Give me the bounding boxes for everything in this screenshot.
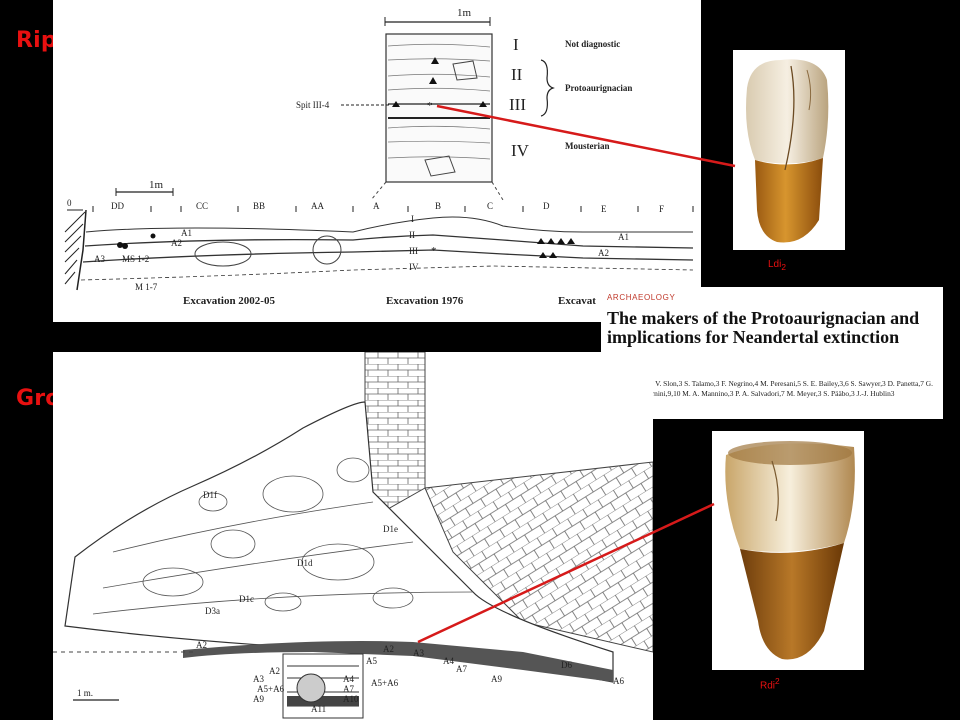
grid-letter: DD [111,201,124,211]
grid-letter: F [659,204,664,214]
spit-asterisk: * [427,100,433,112]
paper-title: The makers of the Protoaurignacian and i… [607,308,920,347]
layer-label: A3 [94,254,105,264]
unit-I: I [513,35,519,54]
layer-label: A2 [598,248,609,258]
left-scale-label: 1m [149,179,164,191]
fumane-unit-label: D1d [297,558,313,568]
fumane-unit-label: A6 [613,676,624,686]
layer-label: I [411,214,414,224]
layer-label: A1 [181,228,192,238]
grid-letter: AA [311,201,324,211]
upper-tooth-label: Ldi2 [768,259,786,272]
fumane-unit-label: A2 [196,640,207,650]
lower-tooth-label-text: Rdi [760,680,776,692]
fumane-section-panel: 1 m. D1f D1e D1d D1c D3a A2 A2 A3 A4 A5 … [53,352,653,720]
layer-label: III [409,246,418,256]
layer-label: II [409,230,415,240]
layer-label: A2 [171,238,182,248]
section-asterisk: * [431,245,437,257]
fumane-unit-label: A4 [343,674,354,684]
lower-tooth-superscript: 2 [775,676,780,686]
excavation-label: Excavation 2002-05 [183,295,275,307]
grid-letter: A [373,201,380,211]
paper-clipping: ARCHAEOLOGY The makers of the Protoaurig… [601,287,943,419]
grid-letter: BB [253,201,265,211]
fumane-unit-label: A9 [253,694,264,704]
fumane-unit-label: A7 [343,684,354,694]
unit-III: III [509,95,526,114]
fumane-section-drawing: 1 m. D1f D1e D1d D1c D3a A2 A2 A3 A4 A5 … [53,352,653,719]
grid-letter: D [543,201,550,211]
fumane-unit-label: A5 [366,656,377,666]
excavation-label: Excavation 1976 [386,295,464,307]
fumane-unit-label: A2 [269,666,280,676]
fumane-unit-label: D1c [239,594,254,604]
upper-tooth-image [733,50,845,250]
fumane-unit-label: D1f [203,490,217,500]
layer-label: IV [409,262,419,272]
lower-tooth-label: Rdi2 [760,676,780,691]
fumane-unit-label: A7 [456,664,467,674]
unit-brace [540,59,555,117]
fumane-unit-label: D6 [561,660,572,670]
layer-label: A1 [618,232,629,242]
fumane-unit-label: D1e [383,524,398,534]
grid-letter: B [435,201,441,211]
layer-label: MS 1-2 [122,254,149,264]
paper-authors: S. Benazzi,1,2* V. Slon,3 S. Talamo,3 F.… [607,379,933,398]
paper-section-tag: ARCHAEOLOGY [607,293,676,302]
fumane-unit-label: A9 [491,674,502,684]
fumane-unit-label: A3 [253,674,264,684]
grid-letter: CC [196,201,208,211]
layer-label: M 1-7 [135,282,158,292]
fumane-unit-label: A10 [343,694,359,704]
unit-IV: IV [511,141,530,160]
grid-letter: C [487,201,493,211]
note-not-diagnostic: Not diagnostic [565,39,620,49]
lower-tooth-image [712,431,864,670]
note-mousterian: Mousterian [565,141,610,151]
unit-II: II [511,65,523,84]
fumane-unit-label: A4 [443,656,454,666]
fumane-unit-label: A2 [383,644,394,654]
fumane-unit-label: A11 [311,704,326,714]
spit-label: Spit III-4 [296,100,330,110]
excavation-label: Excavat [558,295,596,307]
fumane-unit-label: D3a [205,606,220,616]
grid-letter-row: DD CC BB AA A B C D E F [111,201,664,214]
note-protoaurignacian: Protoaurignacian [565,83,632,93]
datum-zero: 0 [67,198,72,208]
fumane-unit-label: A5+A6 [257,684,285,694]
fumane-unit-label: A3 [413,648,424,658]
bombrini-section-panel: 1m * I II III IV Not diagnostic Protoaur… [53,0,701,322]
bombrini-section-drawing: 1m * I II III IV Not diagnostic Protoaur… [64,7,694,307]
grid-letter: E [601,204,607,214]
top-scale-label: 1m [457,7,472,19]
upper-tooth-label-text: Ldi [768,259,782,270]
fumane-unit-label: A5+A6 [371,678,399,688]
fumane-scale-label: 1 m. [77,688,93,698]
upper-tooth-subscript: 2 [781,262,786,272]
